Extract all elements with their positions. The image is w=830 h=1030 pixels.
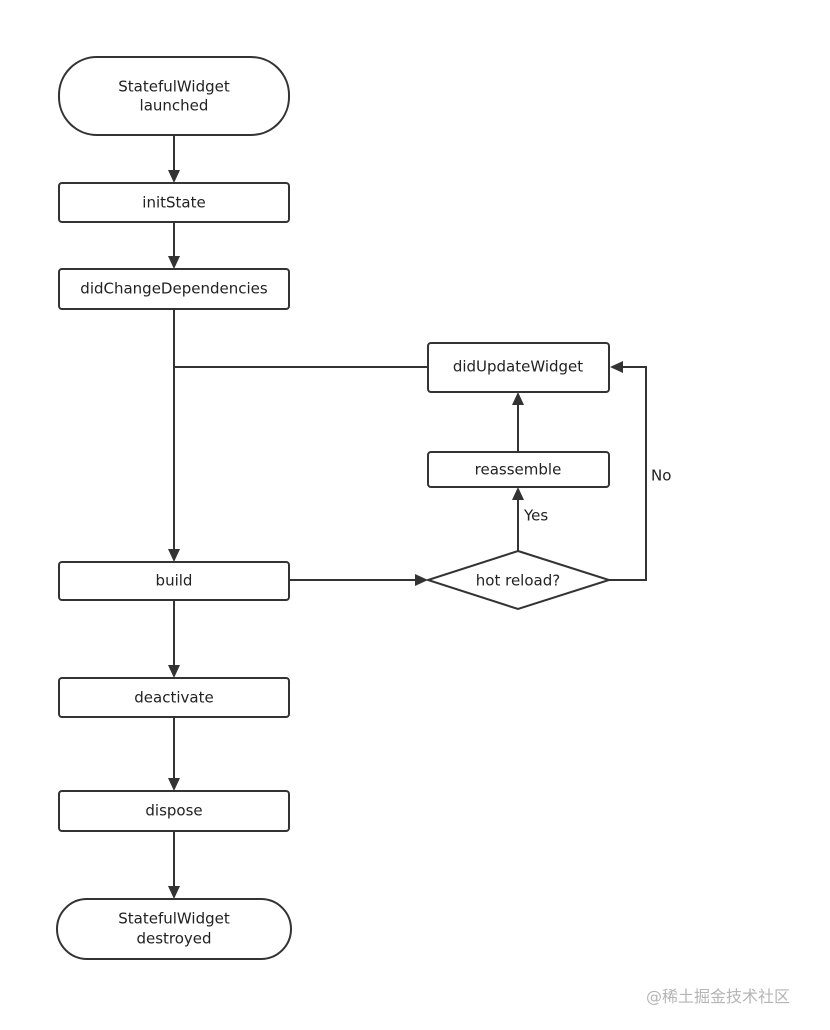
node-hotreload: hot reload? bbox=[424, 549, 613, 611]
arrow-head bbox=[512, 487, 524, 500]
edge-hotreload-to-didupdate bbox=[609, 366, 647, 581]
node-launched: StatefulWidget launched bbox=[58, 56, 290, 136]
node-didchangedependencies: didChangeDependencies bbox=[58, 268, 290, 310]
arrow-head bbox=[168, 549, 180, 562]
node-initstate: initState bbox=[58, 182, 290, 223]
node-deactivate: deactivate bbox=[58, 677, 290, 718]
process-shape bbox=[58, 561, 290, 601]
node-destroyed-line1: StatefulWidget bbox=[118, 910, 230, 928]
arrow-head bbox=[168, 665, 180, 678]
node-build: build bbox=[58, 561, 290, 601]
arrow-head bbox=[512, 392, 524, 405]
edge-label-yes: Yes bbox=[523, 507, 548, 525]
node-dispose: dispose bbox=[58, 790, 290, 832]
arrow-head bbox=[415, 574, 428, 586]
node-reassemble-label: reassemble bbox=[475, 461, 562, 479]
process-shape bbox=[427, 342, 610, 393]
node-launched-line2: launched bbox=[140, 97, 209, 115]
node-dispose-label: dispose bbox=[145, 802, 202, 820]
process-shape bbox=[58, 268, 290, 310]
arrow-head bbox=[168, 170, 180, 183]
watermark: @稀土掘金技术社区 bbox=[646, 987, 791, 1006]
node-destroyed: StatefulWidget destroyed bbox=[56, 898, 292, 960]
arrow-head bbox=[610, 361, 623, 373]
node-destroyed-line2: destroyed bbox=[136, 930, 211, 948]
terminator-shape bbox=[58, 56, 290, 136]
node-build-label: build bbox=[156, 572, 193, 590]
process-shape bbox=[58, 677, 290, 718]
arrow-head bbox=[168, 778, 180, 791]
edge-label-no: No bbox=[651, 467, 671, 485]
terminator-shape bbox=[56, 898, 292, 960]
node-didupdatewidget-label: didUpdateWidget bbox=[453, 358, 583, 376]
process-shape bbox=[427, 451, 610, 488]
node-deactivate-label: deactivate bbox=[134, 689, 213, 707]
arrow-head bbox=[168, 886, 180, 899]
process-shape bbox=[58, 790, 290, 832]
node-initstate-label: initState bbox=[142, 194, 205, 212]
arrow-head bbox=[168, 256, 180, 269]
process-shape bbox=[58, 182, 290, 223]
node-didchangedependencies-label: didChangeDependencies bbox=[80, 280, 268, 298]
node-hotreload-label: hot reload? bbox=[476, 572, 560, 590]
node-launched-line1: StatefulWidget bbox=[118, 78, 230, 96]
node-reassemble: reassemble bbox=[427, 451, 610, 488]
decision-shape bbox=[424, 549, 613, 611]
node-didupdatewidget: didUpdateWidget bbox=[427, 342, 610, 393]
edges bbox=[168, 135, 647, 899]
